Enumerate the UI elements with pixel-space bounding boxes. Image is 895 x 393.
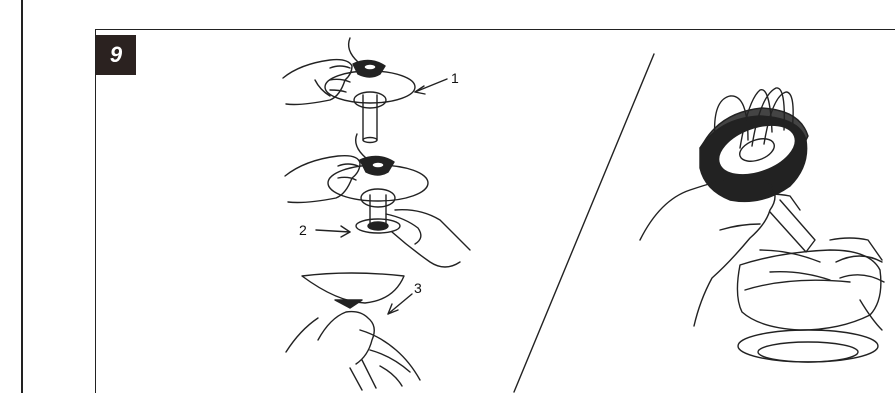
callout-label-2: 2 (299, 222, 307, 238)
callout-label-3: 3 (414, 280, 422, 296)
divider-line (514, 54, 654, 392)
callout-arrows (316, 79, 447, 314)
illustration-step-2 (285, 134, 470, 267)
callout-label-1: 1 (451, 70, 459, 86)
callout-2-arrow (316, 230, 350, 232)
illustration-step-1 (283, 38, 415, 143)
illustration-detail (640, 88, 884, 362)
illustration-step-3 (286, 273, 420, 390)
callout-1-arrow (415, 79, 447, 92)
